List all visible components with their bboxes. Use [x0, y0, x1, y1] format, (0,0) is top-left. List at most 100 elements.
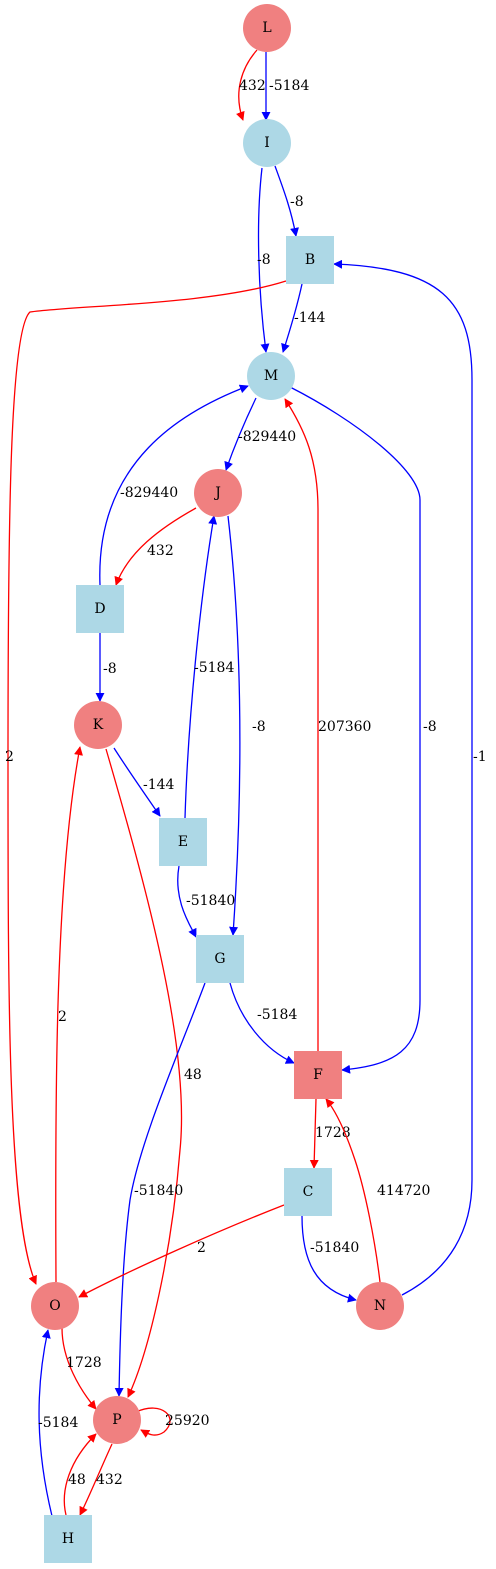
edge-n-to-b: -1 [333, 259, 487, 1296]
edge-label: -5184 [269, 78, 309, 94]
edge-line [333, 259, 473, 1296]
node-d: D [76, 585, 124, 633]
node-label: G [214, 951, 225, 967]
node-n: N [356, 1282, 404, 1330]
edge-label: 414720 [377, 1183, 430, 1199]
edge-b-to-m: -144 [281, 283, 326, 353]
edge-b-to-o: 2 [5, 280, 287, 1285]
edge-m-to-j: -829440 [224, 397, 296, 471]
edge-line [301, 1215, 357, 1303]
edge-label: -8 [103, 661, 117, 677]
edge-label: -5184 [38, 1415, 78, 1431]
edge-line [274, 165, 299, 237]
node-circle [243, 4, 291, 52]
edge-label: -144 [143, 777, 175, 793]
node-label: H [62, 1531, 74, 1547]
edge-label: -144 [294, 310, 326, 326]
node-f: F [294, 1051, 342, 1099]
edge-label: -51840 [186, 893, 235, 909]
node-square [196, 935, 244, 983]
edge-d-to-m: -829440 [99, 384, 249, 586]
edge-line [184, 515, 218, 819]
node-label: O [49, 1298, 60, 1314]
node-label: F [313, 1067, 323, 1083]
node-circle [194, 469, 242, 517]
node-b: B [286, 236, 334, 284]
edge-label: 207360 [318, 719, 371, 735]
edge-line [105, 748, 183, 1398]
edge-label: 25920 [165, 1413, 210, 1429]
node-label: M [264, 368, 278, 384]
edge-line [114, 982, 206, 1397]
edge-f-to-m: 207360 [284, 398, 371, 1051]
node-g: G [196, 935, 244, 983]
edge-label: 432 [147, 543, 174, 559]
node-square [286, 236, 334, 284]
edge-label: -8 [290, 194, 304, 210]
edge-h-to-o: -5184 [38, 1329, 78, 1517]
edge-p-to-h: 432 [79, 1443, 123, 1516]
edge-label: -1 [473, 749, 487, 765]
node-k: K [74, 701, 122, 749]
edge-line [289, 386, 421, 1074]
node-square [76, 585, 124, 633]
node-label: C [303, 1184, 314, 1200]
node-square [159, 818, 207, 866]
nodes-layer: L I B M J D K E G F C O N P H [31, 4, 404, 1563]
node-label: E [178, 834, 188, 850]
edge-l-to-i: 432 [236, 49, 266, 121]
edge-o-to-p: 1728 [61, 1327, 102, 1410]
edge-k-to-p: 48 [105, 748, 202, 1398]
edge-e-to-g: -51840 [177, 865, 235, 938]
node-o: O [31, 1282, 79, 1330]
node-circle [93, 1396, 141, 1444]
edge-label: 432 [239, 78, 266, 94]
edge-d-to-k: -8 [95, 633, 117, 702]
edge-line [78, 1204, 285, 1298]
node-label: L [262, 20, 271, 36]
node-label: B [305, 252, 315, 268]
edge-line [61, 1327, 97, 1410]
node-circle [31, 1282, 79, 1330]
edge-line [63, 1433, 97, 1516]
edge-line [79, 1443, 113, 1516]
edge-c-to-o: 2 [78, 1204, 285, 1298]
edge-label: 1728 [66, 1355, 102, 1371]
edge-label: -5184 [257, 1007, 297, 1023]
edge-line [38, 1329, 53, 1517]
edge-m-to-f: -8 [289, 386, 437, 1074]
node-circle [356, 1282, 404, 1330]
edge-line [135, 1407, 171, 1438]
edge-label: 2 [58, 1009, 67, 1025]
edge-line [114, 507, 197, 586]
edge-line [309, 1098, 319, 1169]
node-label: I [264, 135, 270, 151]
edge-line [113, 747, 161, 817]
node-label: K [93, 717, 104, 733]
node-j: J [194, 469, 242, 517]
edge-l-to-i: -5184 [261, 52, 309, 121]
edge-label: -5184 [194, 660, 234, 676]
edge-label: -8 [423, 719, 437, 735]
edge-label: -829440 [120, 485, 178, 501]
edge-label: -8 [252, 719, 266, 735]
node-label: D [94, 601, 105, 617]
edge-label: 2 [5, 749, 14, 765]
edge-line [284, 398, 319, 1051]
edge-label: 48 [68, 1472, 86, 1488]
node-circle [74, 701, 122, 749]
edge-n-to-f: 414720 [325, 1098, 430, 1283]
edge-j-to-g: -8 [227, 515, 266, 936]
edge-line [229, 982, 295, 1064]
node-label: P [112, 1412, 121, 1428]
node-circle [243, 119, 291, 167]
edge-line [281, 283, 303, 353]
edge-line [177, 865, 197, 938]
edge-i-to-b: -8 [274, 165, 304, 237]
edge-o-to-k: 2 [55, 746, 83, 1283]
edge-label: 2 [197, 1240, 206, 1256]
edge-c-to-n: -51840 [301, 1215, 359, 1303]
edge-e-to-j: -5184 [184, 515, 234, 819]
edge-line [257, 167, 270, 353]
